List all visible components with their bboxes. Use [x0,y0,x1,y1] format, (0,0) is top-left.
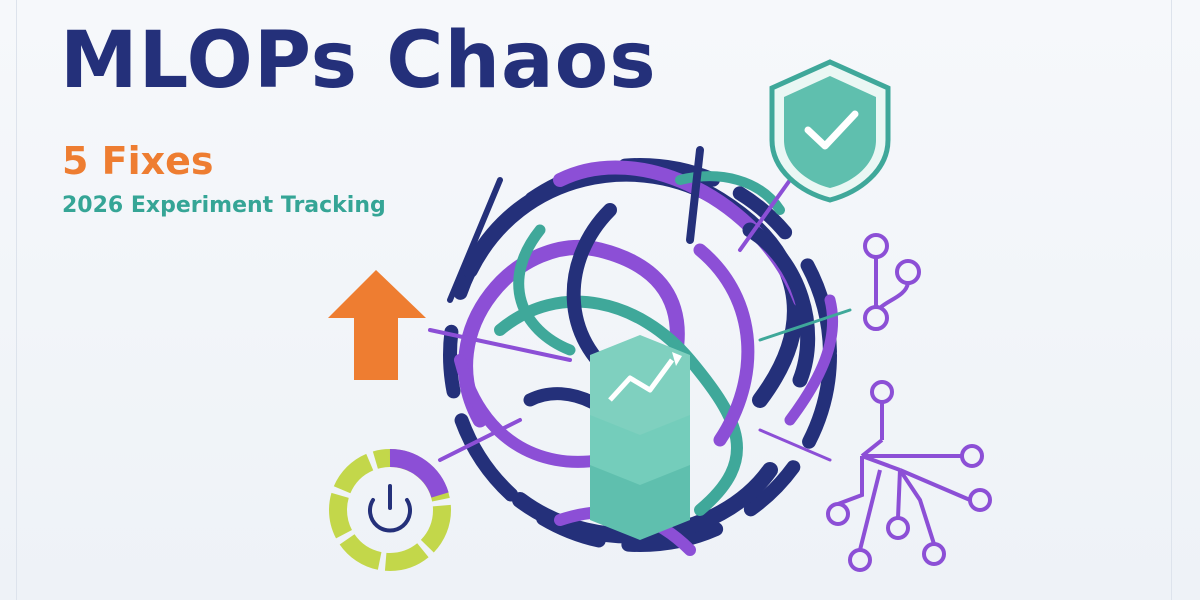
up-arrow-icon [328,270,426,380]
git-branch-icon [863,233,921,331]
tagline: 2026 Experiment Tracking [62,193,386,218]
power-donut-icon [329,448,451,571]
subtitle: 5 Fixes [62,139,214,183]
chart-stack-icon [590,335,690,540]
tangle-icon [428,146,852,556]
circuit-network-icon [826,380,992,572]
shield-check-icon [769,59,891,203]
page-title: MLOPs Chaos [60,16,657,106]
